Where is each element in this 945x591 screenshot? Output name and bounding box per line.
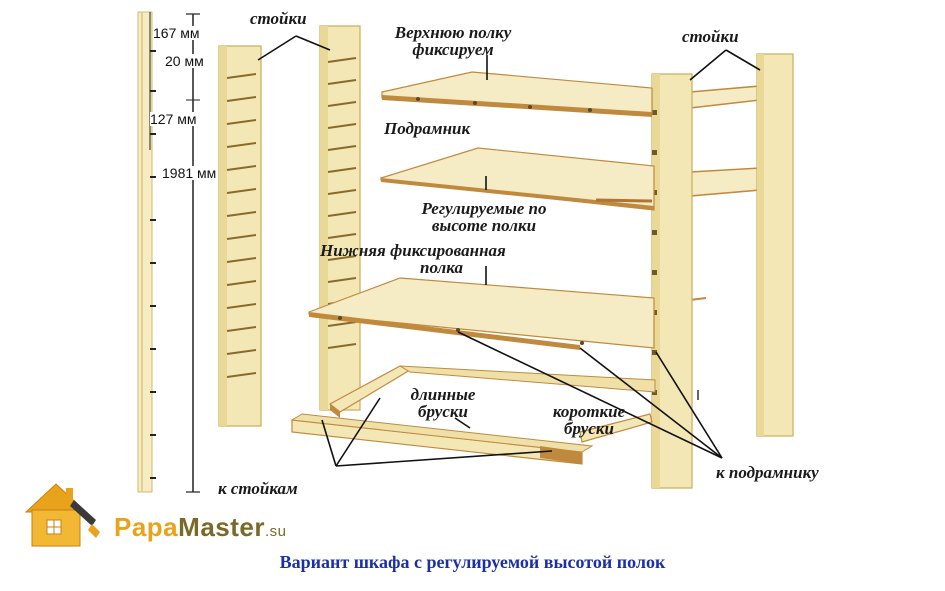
dimension-post xyxy=(137,11,200,493)
assembled-frame xyxy=(651,53,794,489)
label-long-bars-2: бруски xyxy=(418,402,468,421)
dimension-20: 20 мм xyxy=(165,53,204,69)
label-adjustable-2: высоте полки xyxy=(431,216,537,235)
label-posts-right: стойки xyxy=(682,27,739,46)
dimension-1981: 1981 мм xyxy=(162,165,217,181)
label-to-posts: к стойкам xyxy=(218,479,298,498)
logo-house-icon xyxy=(24,483,100,547)
adjustable-shelf xyxy=(380,147,655,211)
label-short-bars-1: короткие xyxy=(552,402,626,421)
subframe-bars xyxy=(290,365,656,465)
label-top-shelf-1: Верхнюю полку xyxy=(394,23,512,42)
label-top-shelf-2: фиксируем xyxy=(412,40,494,59)
label-posts-left: стойки xyxy=(250,9,307,28)
bottom-shelf xyxy=(308,277,655,350)
dimension-127: 127 мм xyxy=(150,111,197,127)
label-adjustable-1: Регулируемые по xyxy=(421,199,547,218)
label-short-bars-2: бруски xyxy=(564,419,614,438)
label-to-subframe: к подрамнику xyxy=(716,463,819,482)
left-post-front xyxy=(218,45,262,427)
brand-part2: Master xyxy=(178,512,265,542)
label-bottom-shelf-1: Нижняя фиксированная xyxy=(320,241,506,260)
leader-lines xyxy=(257,35,761,467)
brand-suffix: .su xyxy=(264,523,287,540)
left-post-back xyxy=(319,25,361,411)
diagram-caption: Вариант шкафа с регулируемой высотой пол… xyxy=(279,552,666,572)
label-bottom-shelf-2: полка xyxy=(420,258,463,277)
dimension-167: 167 мм xyxy=(153,25,200,41)
label-long-bars-1: длинные xyxy=(410,385,476,404)
label-subframe: Подрамник xyxy=(384,119,471,138)
brand-logo[interactable]: PapaMaster.su xyxy=(114,512,287,543)
top-shelf xyxy=(381,71,653,117)
brand-part1: Papa xyxy=(114,512,179,542)
